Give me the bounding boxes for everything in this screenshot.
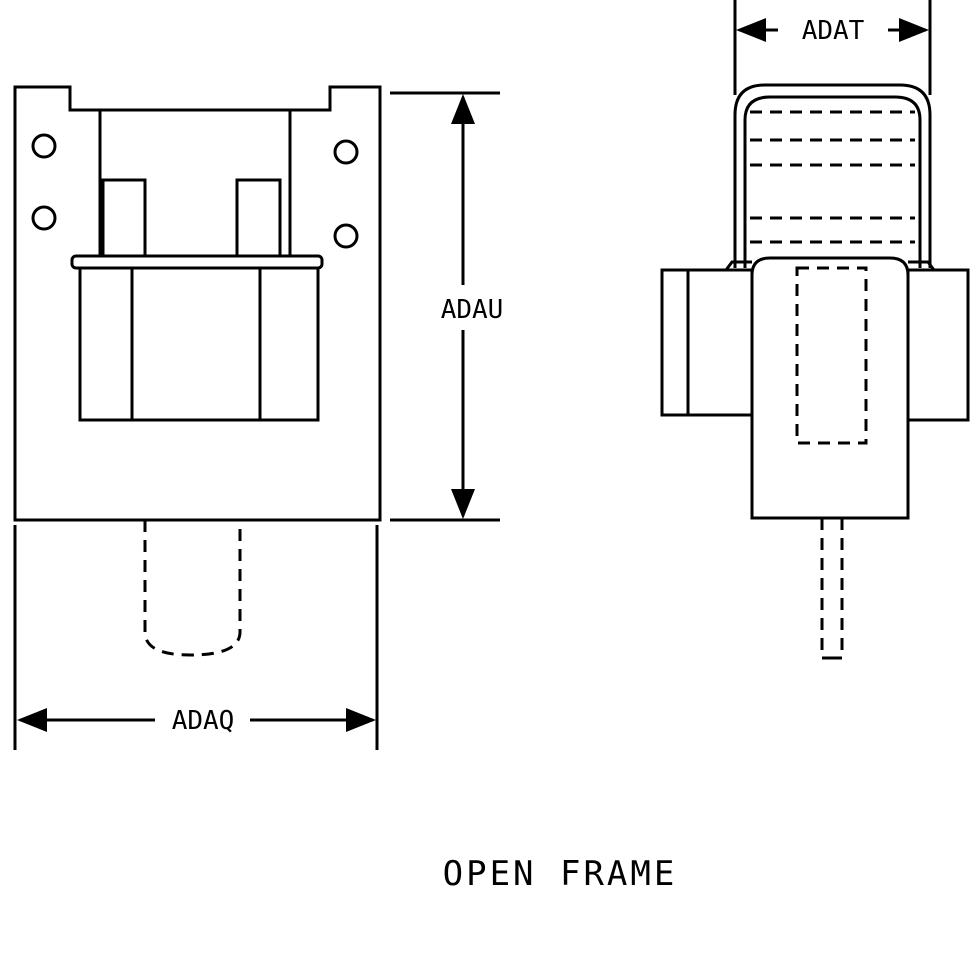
coil-plate [70, 254, 324, 270]
front-view: ADAQ ADAU [13, 85, 504, 750]
dimension-adaq: ADAQ [172, 706, 235, 736]
dimension-adat: ADAT [802, 16, 865, 46]
coil-right [906, 268, 970, 422]
caption: OPEN FRAME [443, 854, 678, 894]
mount-hole [333, 223, 359, 249]
tab [101, 178, 147, 258]
coil [78, 266, 320, 422]
tab [235, 178, 282, 258]
mount-hole [31, 205, 57, 231]
mount-hole [31, 133, 57, 159]
mount-hole [333, 139, 359, 165]
hidden-core [795, 266, 868, 445]
side-view: ADAT [660, 0, 970, 660]
coil-left [660, 268, 754, 417]
dimension-adau: ADAU [441, 295, 504, 325]
hidden-shaft [143, 520, 242, 657]
bracket [733, 83, 932, 268]
frame-outline [13, 85, 382, 522]
core-body [750, 256, 910, 520]
